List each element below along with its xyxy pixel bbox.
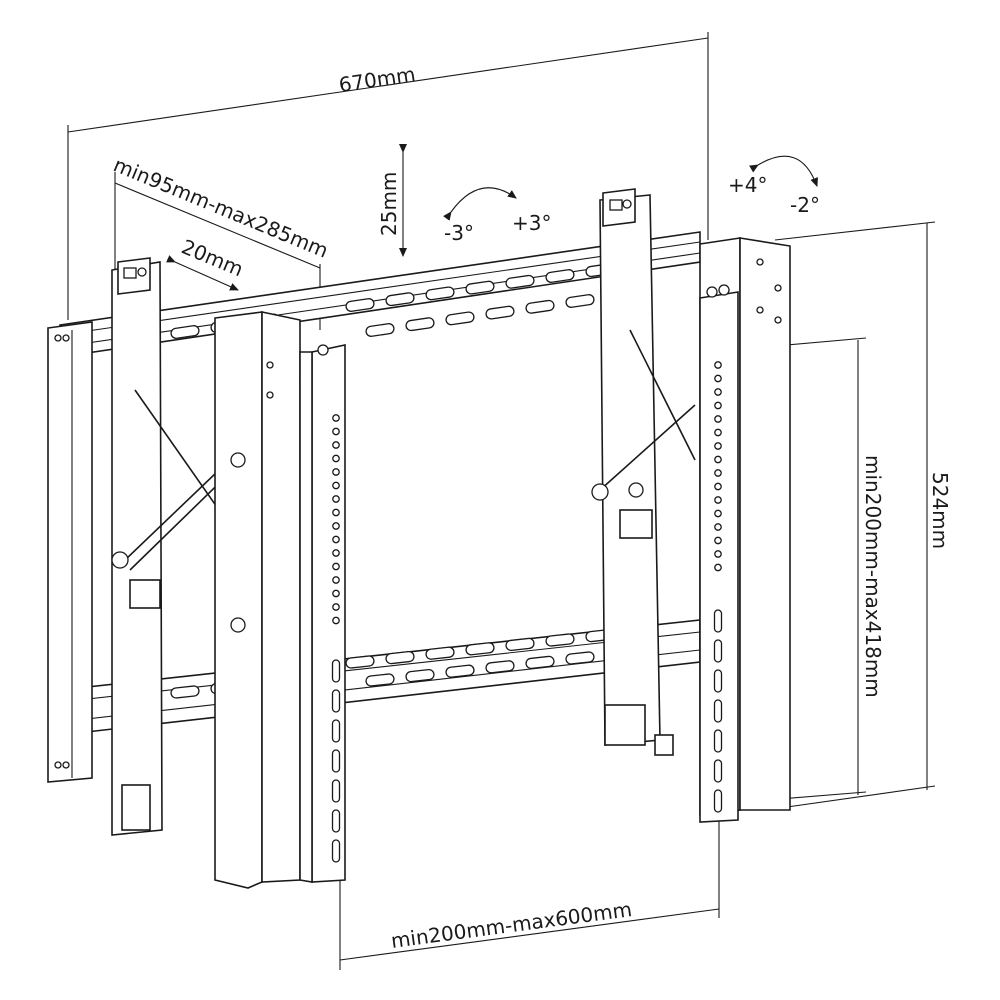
rail-slot (545, 633, 575, 647)
rail-slot (385, 650, 415, 665)
vesa-hole (332, 616, 340, 625)
rail-slot (545, 269, 575, 283)
overall-width-label: 670mm (337, 62, 417, 97)
arm-depth-label: min95mm-max285mm (110, 152, 332, 262)
wall-end-left (47, 321, 93, 783)
left-upright-front (214, 311, 311, 889)
rail-slot (445, 311, 475, 326)
tilt-up-label: +4° (728, 173, 767, 197)
vesa-hole (332, 495, 340, 503)
vesa-hole (332, 427, 340, 436)
height-adjust-label: 25mm (377, 172, 401, 236)
rail-slot (425, 286, 455, 301)
dimension-vesa-vertical: min200mm-max418mm (729, 337, 885, 804)
vesa-hole (714, 523, 722, 531)
rail-slot (405, 668, 435, 683)
vesa-hole (332, 589, 340, 598)
rail-slot (405, 317, 435, 332)
rail-slot (365, 323, 395, 337)
vesa-slot (331, 719, 341, 743)
vesa-slot (713, 699, 723, 723)
vesa-hole (714, 469, 722, 477)
vesa-hole (714, 442, 722, 450)
dimension-height-adjust: 25mm (377, 144, 407, 257)
vesa-slot (713, 789, 723, 813)
rail-slot (465, 642, 495, 656)
vesa-hole (714, 428, 722, 437)
vesa-slot (331, 659, 341, 683)
rail-slot (465, 280, 495, 295)
micro-adjust-label: 20mm (178, 234, 247, 281)
dimension-micro-adjust: 20mm (166, 234, 247, 291)
tilt-right-label: +3° (512, 211, 551, 235)
tilt-indicator-left: -3° +3° (443, 187, 551, 245)
vesa-slot (713, 759, 723, 783)
tilt-down-label: -2° (790, 193, 820, 217)
vesa-hole (332, 441, 340, 449)
tilt-indicator-right: +4° -2° (728, 155, 820, 217)
rail-slot (565, 294, 595, 308)
vesa-hole (332, 454, 340, 463)
rail-slot (445, 664, 475, 678)
rail-slot (170, 685, 200, 699)
vesa-hole (714, 361, 722, 369)
vesa-hole (714, 509, 722, 518)
rail-slot (385, 292, 415, 307)
overall-height-label: 524mm (928, 472, 952, 549)
vesa-slot (713, 729, 723, 753)
vesa-slot (713, 609, 723, 633)
rail-slot (525, 299, 555, 314)
vesa-hole (714, 374, 722, 383)
vesa-slot (331, 749, 341, 773)
rail-slot (565, 651, 595, 665)
left-arm-assembly (111, 257, 247, 836)
vesa-hole (714, 563, 722, 572)
right-arm-assembly (591, 188, 696, 756)
rail-slot (485, 305, 515, 320)
right-vesa-bar (699, 284, 739, 823)
tilt-left-label: -3° (444, 221, 474, 245)
vesa-hole (714, 415, 722, 423)
vesa-hole (332, 468, 340, 476)
rail-slot (170, 325, 200, 339)
vesa-horizontal-label: min200mm-max600mm (389, 897, 633, 953)
rail-slot (425, 646, 455, 660)
vesa-slot (713, 669, 723, 693)
vesa-slot (331, 689, 341, 713)
vesa-slot (331, 779, 341, 803)
vesa-hole (332, 535, 340, 544)
rail-slot (365, 673, 395, 687)
rail-slot (505, 637, 535, 652)
rail-slot (345, 655, 375, 669)
vesa-hole (714, 496, 722, 504)
vesa-hole (714, 536, 722, 545)
dimension-overall-height: 524mm (774, 221, 952, 809)
vesa-slot (331, 809, 341, 833)
vesa-hole (332, 549, 340, 557)
left-vesa-bar (299, 344, 346, 883)
vesa-hole (714, 482, 722, 491)
vesa-hole (714, 401, 722, 410)
vesa-hole (714, 388, 722, 396)
rail-slot (525, 655, 555, 670)
vesa-slot (713, 639, 723, 663)
vesa-hole (332, 576, 340, 584)
vesa-slot (331, 839, 341, 863)
vesa-hole (332, 481, 340, 490)
vesa-hole (332, 522, 340, 530)
vesa-hole (332, 562, 340, 571)
vesa-hole (332, 414, 340, 422)
rail-slot (485, 660, 515, 674)
vesa-hole (714, 550, 722, 558)
vesa-hole (332, 603, 340, 611)
vesa-hole (332, 508, 340, 517)
rail-slot (505, 274, 535, 289)
vesa-vertical-label: min200mm-max418mm (861, 455, 885, 698)
rail-slot (345, 298, 375, 312)
dimension-vesa-horizontal: min200mm-max600mm (339, 810, 720, 970)
vesa-hole (714, 455, 722, 464)
